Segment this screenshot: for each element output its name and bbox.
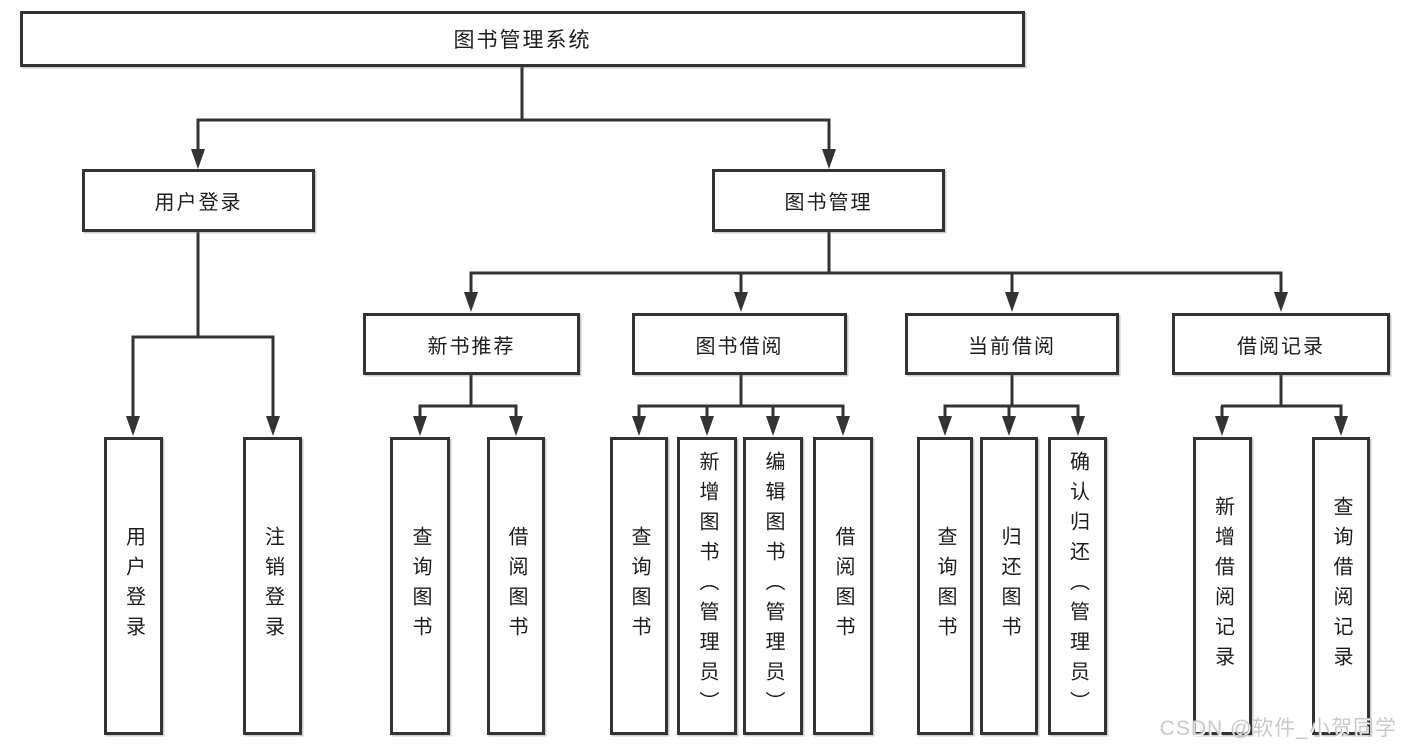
leaf-label: 编辑图书（管理员） <box>762 451 784 721</box>
node-book-borrow: 图书借阅 <box>632 313 847 375</box>
leaf-label: 查询借阅记录 <box>1330 496 1352 676</box>
leaf-borrow-books-1: 借阅图书 <box>487 437 545 735</box>
leaf-label: 查询图书 <box>628 526 650 646</box>
leaf-label: 新增图书（管理员） <box>696 451 718 721</box>
leaf-user-login: 用户登录 <box>104 437 163 735</box>
leaf-query-books-2: 查询图书 <box>610 437 668 735</box>
leaf-query-books-3: 查询图书 <box>917 437 973 735</box>
node-borrow-records: 借阅记录 <box>1172 313 1390 375</box>
leaf-label: 查询图书 <box>409 526 431 646</box>
leaf-label: 用户登录 <box>122 526 145 646</box>
leaf-label: 新增借阅记录 <box>1211 496 1234 676</box>
leaf-query-books-1: 查询图书 <box>390 437 450 735</box>
node-new-book-recommend: 新书推荐 <box>363 313 580 375</box>
node-book-management: 图书管理 <box>712 169 945 232</box>
arrow-down-icons <box>126 149 1348 436</box>
node-book-management-label: 图书管理 <box>784 192 873 214</box>
node-root-system: 图书管理系统 <box>20 11 1025 67</box>
leaf-label: 查询图书 <box>934 526 956 646</box>
leaf-label: 借阅图书 <box>832 526 854 646</box>
node-label: 图书借阅 <box>695 335 784 358</box>
leaf-label: 借阅图书 <box>505 526 527 646</box>
node-user-login: 用户登录 <box>82 169 315 232</box>
leaf-query-borrow-record: 查询借阅记录 <box>1312 437 1370 735</box>
leaf-confirm-return-admin: 确认归还（管理员） <box>1048 437 1107 735</box>
node-label: 当前借阅 <box>968 335 1056 358</box>
csdn-watermark: CSDN @软件_小贺同学 <box>1159 717 1397 740</box>
leaf-add-books-admin: 新增图书（管理员） <box>677 437 737 735</box>
leaf-return-books: 归还图书 <box>980 437 1038 735</box>
leaf-logout: 注销登录 <box>243 437 302 735</box>
node-label: 借阅记录 <box>1237 335 1325 358</box>
leaf-add-borrow-record: 新增借阅记录 <box>1193 437 1252 735</box>
leaf-edit-books-admin: 编辑图书（管理员） <box>743 437 803 735</box>
node-label: 新书推荐 <box>427 335 516 358</box>
leaf-label: 归还图书 <box>998 526 1020 646</box>
node-user-login-label: 用户登录 <box>154 192 243 214</box>
leaf-label: 注销登录 <box>261 526 284 646</box>
leaf-label: 确认归还（管理员） <box>1066 451 1089 721</box>
node-current-borrow: 当前借阅 <box>905 313 1119 375</box>
leaf-borrow-books-2: 借阅图书 <box>813 437 873 735</box>
node-root-label: 图书管理系统 <box>453 29 592 52</box>
